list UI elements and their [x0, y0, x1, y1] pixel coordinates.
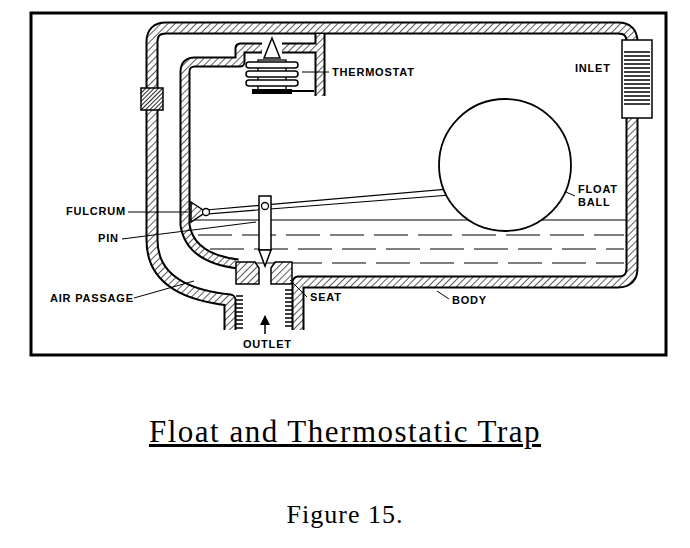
part-label: FLOAT BALL: [578, 183, 624, 208]
part-label: BODY: [452, 294, 487, 307]
leader-line: [122, 222, 256, 239]
leader-line: [128, 212, 188, 213]
bellows-fold: [246, 62, 298, 68]
part-label: PIN: [98, 232, 119, 245]
valve-pin: [259, 196, 271, 250]
inlet-flange: [622, 40, 652, 118]
part-label: OUTLET: [243, 338, 292, 351]
inlet-threads: [624, 52, 650, 104]
fulcrum-pivot: [203, 209, 210, 216]
outlet-threads: [236, 290, 292, 328]
leader-line: [134, 281, 194, 298]
float-rod: [206, 189, 450, 214]
part-label: INLET: [575, 62, 611, 75]
body-wall-section: [152, 28, 632, 330]
bellows-bracket: [292, 90, 314, 92]
partition-wall-outline: [185, 34, 320, 264]
part-label: AIR PASSAGE: [50, 292, 134, 305]
body-wall-outline: [152, 28, 632, 330]
water-level: [193, 219, 626, 220]
valve-seat: [236, 262, 259, 284]
part-label: SEAT: [310, 291, 342, 304]
bellows-base: [252, 89, 292, 94]
leader-line: [290, 280, 307, 297]
part-label: THERMOSTAT: [332, 66, 415, 79]
outlet-arrow: [264, 316, 266, 334]
bellows-fold: [246, 71, 298, 77]
figure-frame: [31, 13, 666, 355]
pin-cone: [259, 250, 271, 266]
figure-caption: Float and Thermostatic Trap: [0, 414, 690, 450]
bellows-fold: [246, 80, 298, 86]
leader-line: [437, 291, 449, 299]
valve-seat: [271, 262, 292, 284]
figure-number: Figure 15.: [0, 500, 690, 530]
partition-wall-section: [185, 34, 320, 264]
leader-line: [566, 192, 575, 196]
cover-flange: [141, 88, 163, 110]
float-ball: [439, 99, 571, 231]
pin-joint: [262, 203, 269, 210]
leader-line: [302, 72, 329, 73]
thermostat-valve: [264, 38, 280, 58]
part-label: FULCRUM: [66, 205, 126, 218]
